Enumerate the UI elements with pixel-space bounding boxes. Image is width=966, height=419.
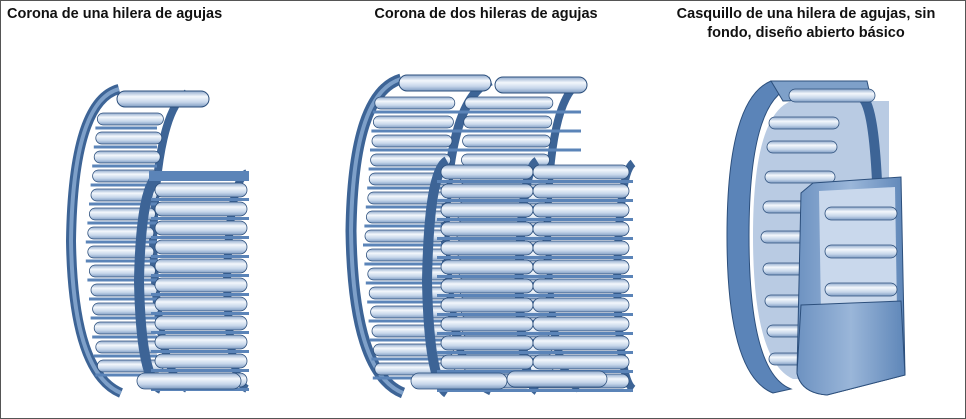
needle (464, 96, 554, 110)
needle (92, 302, 159, 316)
caption-drawn-cup: Casquillo de una hilera de agujas, sin f… (651, 5, 961, 43)
needle (532, 278, 630, 294)
needle (440, 164, 534, 180)
needle (154, 296, 248, 312)
needle (367, 267, 449, 281)
front-needles (136, 182, 249, 391)
needle (97, 112, 164, 126)
cup-shell-left (726, 80, 793, 394)
needle (365, 248, 447, 262)
drawn-cup-needle-bearing (726, 80, 906, 396)
caption-drawn-cup-line1: Casquillo de una hilera de agujas, sin (676, 6, 936, 22)
needle (368, 286, 450, 300)
needle (766, 140, 838, 154)
needle (440, 202, 534, 218)
double-row-needle-cage (345, 73, 636, 399)
needle (462, 134, 552, 148)
needle (824, 244, 898, 259)
front-needles (410, 164, 633, 392)
needle (89, 264, 156, 278)
needle (93, 321, 161, 335)
needle (374, 96, 456, 110)
needle (463, 115, 553, 129)
needle (440, 221, 534, 237)
needle (154, 315, 248, 331)
caption-single-row-cage: Corona de una hilera de agujas (7, 6, 223, 22)
needle (93, 150, 161, 164)
needle (398, 74, 492, 92)
needle (506, 370, 608, 388)
needle (154, 182, 248, 198)
needle (154, 239, 248, 255)
needle (440, 183, 534, 199)
needle (154, 334, 248, 350)
needle (532, 297, 630, 313)
needle (494, 76, 588, 94)
needle (136, 372, 242, 390)
needle (532, 316, 630, 332)
needle (370, 305, 452, 319)
needle (371, 134, 453, 148)
front-needles (824, 206, 898, 297)
caption-drawn-cup-line2: fondo, diseño abierto básico (707, 25, 905, 41)
needle (154, 353, 248, 369)
needle (154, 258, 248, 274)
needle (154, 201, 248, 217)
needle (371, 324, 453, 338)
needle (768, 116, 840, 130)
single-row-needle-cage (65, 84, 250, 398)
needle (372, 115, 454, 129)
needle (440, 259, 534, 275)
needle (95, 131, 163, 145)
needle (824, 282, 898, 297)
needle (532, 240, 630, 256)
needle (532, 164, 630, 180)
needle (440, 240, 534, 256)
needle (440, 278, 534, 294)
needle (154, 277, 248, 293)
needle (532, 259, 630, 275)
needle (370, 153, 452, 167)
needle (440, 297, 534, 313)
needle (532, 221, 630, 237)
needle (532, 183, 630, 199)
caption-double-row-cage: Corona de dos hileras de agujas (374, 6, 598, 22)
needle (440, 335, 534, 351)
needle (532, 335, 630, 351)
needle (764, 170, 836, 184)
needle (440, 316, 534, 332)
needle (440, 354, 534, 370)
needle (532, 354, 630, 370)
needle (90, 283, 158, 297)
needle (410, 372, 508, 390)
needle (788, 88, 876, 103)
needle (154, 220, 248, 236)
needle (824, 206, 898, 221)
needle (116, 90, 210, 108)
needle (532, 202, 630, 218)
